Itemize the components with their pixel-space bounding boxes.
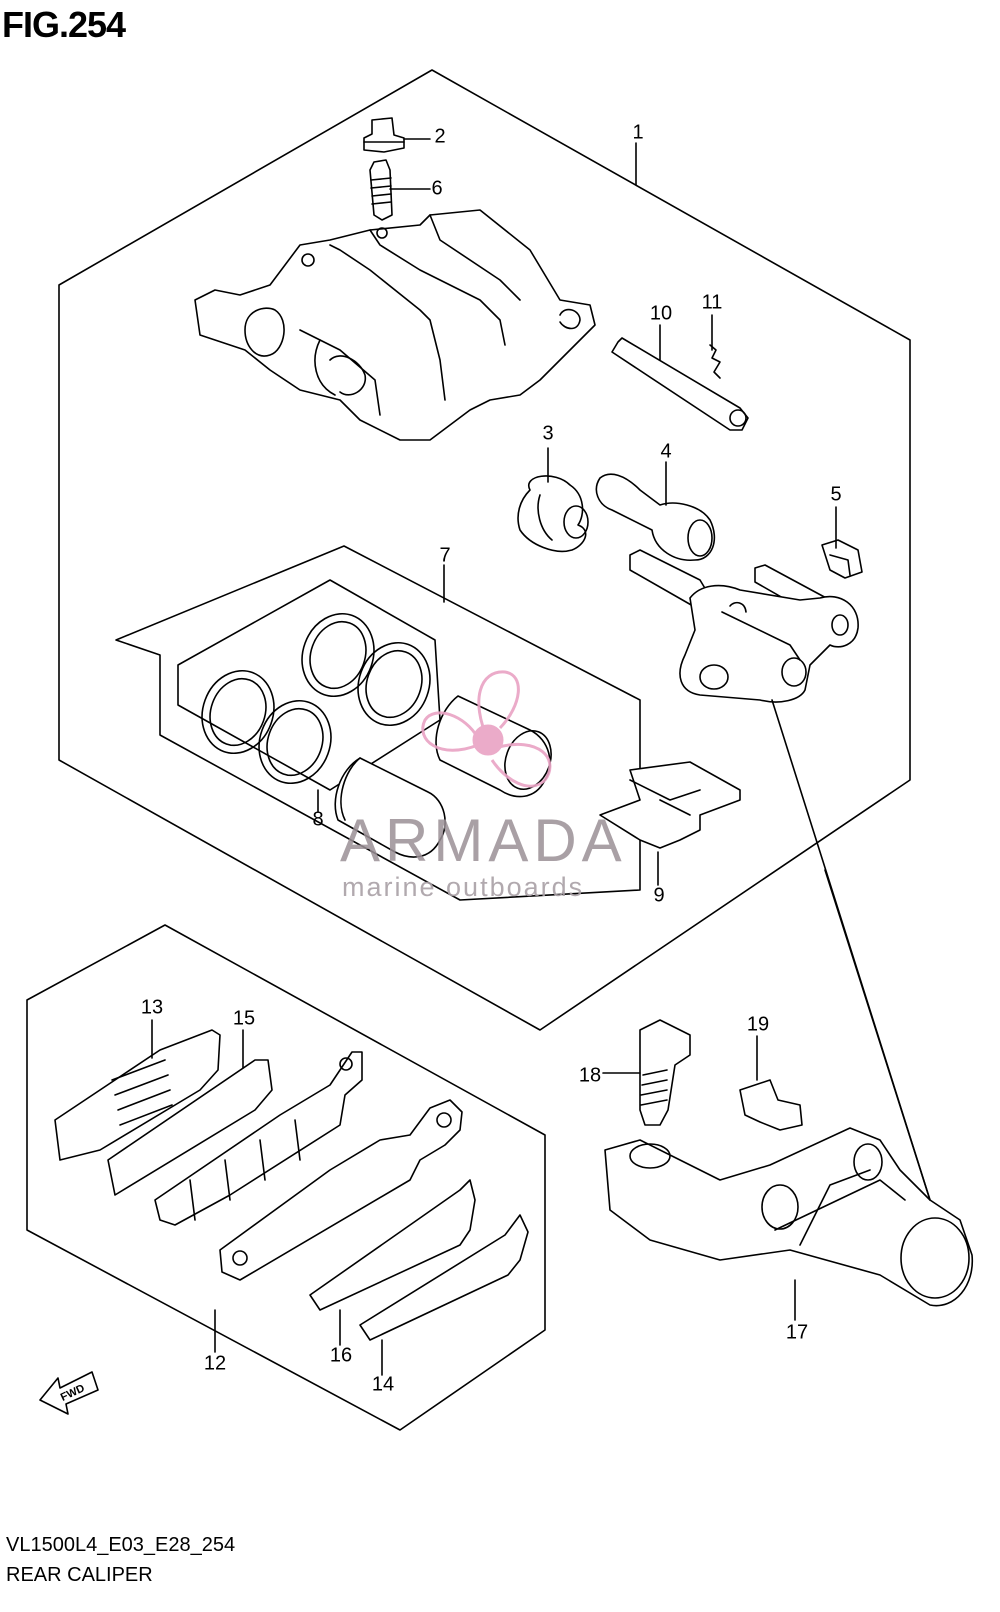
brake-fitting — [739, 1079, 803, 1131]
caliper-assembly-boundary — [58, 69, 911, 1031]
callout-8: 8 — [312, 808, 324, 831]
pad-set-boundary — [26, 924, 546, 1431]
callout-3: 3 — [542, 422, 554, 445]
watermark-propeller-icon — [421, 670, 552, 788]
watermark-tagline: marine outboards — [342, 872, 585, 902]
callout-14: 14 — [371, 1373, 395, 1396]
caliper-bracket-pins — [629, 549, 859, 703]
callout-1: 1 — [632, 121, 644, 144]
dust-boot-small — [517, 475, 589, 552]
piston-seals — [201, 612, 431, 785]
callout-9: 9 — [653, 884, 665, 907]
callout-18: 18 — [578, 1064, 602, 1087]
dust-boot-sleeve — [595, 473, 716, 561]
figure-title: FIG.254 — [2, 4, 126, 45]
fwd-arrow-icon — [39, 1371, 99, 1415]
bleeder-cap — [363, 117, 405, 153]
callout-6: 6 — [431, 177, 443, 200]
pin-clip — [709, 344, 721, 379]
callout-19: 19 — [746, 1013, 770, 1036]
callout-5: 5 — [830, 483, 842, 506]
mounting-bolt — [639, 1019, 691, 1126]
callout-2: 2 — [434, 125, 446, 148]
piston-seal-boundary — [177, 579, 441, 791]
callout-13: 13 — [140, 996, 164, 1019]
caliper-body — [194, 209, 596, 441]
seal-kit-boundary — [115, 545, 641, 901]
callout-17: 17 — [785, 1321, 809, 1344]
callout-12: 12 — [203, 1352, 227, 1375]
figure-name: REAR CALIPER — [6, 1564, 153, 1586]
figure-code: VL1500L4_E03_E28_254 — [6, 1534, 236, 1556]
pad-spring-clip — [821, 539, 863, 579]
callout-4: 4 — [660, 440, 672, 463]
callout-16: 16 — [329, 1344, 353, 1367]
brake-pads — [54, 1029, 529, 1341]
caliper-holder — [604, 1127, 974, 1307]
callout-10: 10 — [649, 302, 673, 325]
watermark-brand: ARMADA — [340, 807, 627, 874]
bleeder-valve — [369, 159, 393, 221]
pad-spring — [599, 761, 741, 849]
leader-lines — [151, 138, 931, 1376]
callout-7: 7 — [439, 544, 451, 567]
callout-11: 11 — [701, 291, 723, 314]
callout-15: 15 — [232, 1007, 256, 1030]
caliper-pin — [611, 337, 749, 431]
